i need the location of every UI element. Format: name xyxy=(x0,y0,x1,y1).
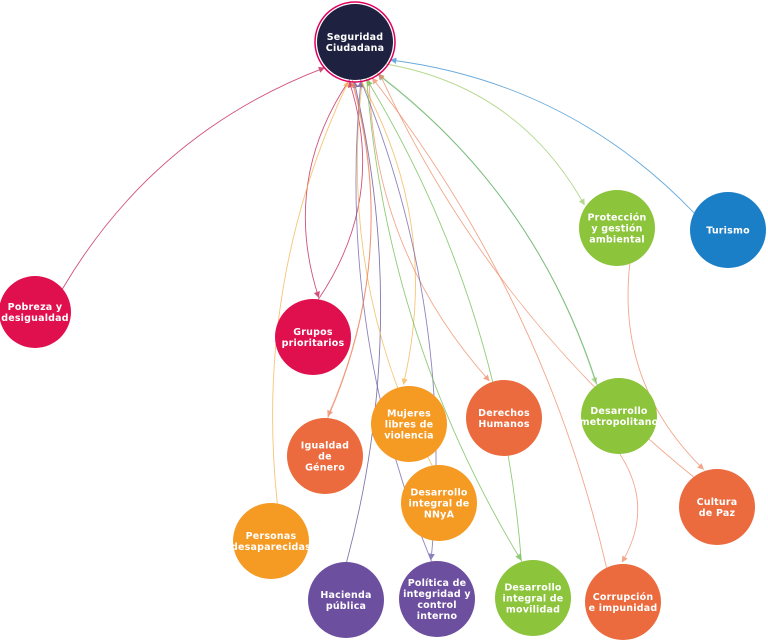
node-grp-label-line: prioritarios xyxy=(282,338,345,349)
node-cor-label-line: Corrupción xyxy=(593,592,654,603)
node-pob-label-line: Pobreza y xyxy=(8,302,63,313)
node-igu-label-line: Género xyxy=(305,463,345,474)
node-seg-label-line: Ciudadana xyxy=(326,43,384,54)
edge-seg-to-dme xyxy=(376,72,598,384)
node-grp-circle xyxy=(275,299,351,375)
node-tur-label-line: Turismo xyxy=(706,226,750,237)
node-hac-circle xyxy=(308,562,384,638)
node-tur-circle xyxy=(690,192,766,268)
node-per-label-line: desaparecidas xyxy=(231,542,311,553)
edges-layer xyxy=(62,57,704,568)
node-pol-label-line: interno xyxy=(417,611,458,622)
edge-seg-to-mov xyxy=(366,78,522,561)
node-pob-label-line: desigualdad xyxy=(1,313,69,324)
node-grp-label-line: Grupos xyxy=(293,327,333,338)
node-dme-circle xyxy=(581,378,657,454)
node-muj-label-line: violencia xyxy=(384,431,434,442)
edge-per-to-seg xyxy=(272,80,349,504)
edge-grp-to-seg xyxy=(317,81,364,300)
edge-hac-to-seg xyxy=(346,81,382,563)
node-pro-circle xyxy=(579,190,655,266)
node-mov-label-line: Desarrollo xyxy=(504,583,562,594)
edge-pob-to-seg xyxy=(62,66,326,290)
node-seg-label-line: Seguridad xyxy=(327,32,384,43)
node-der-label-line: Humanos xyxy=(478,419,530,430)
edge-tur-to-seg xyxy=(390,57,695,214)
node-nna-label-line: Desarrollo xyxy=(410,488,468,499)
node-igu-label-line: de xyxy=(318,452,332,463)
node-der-circle xyxy=(466,380,542,456)
node-cul-circle xyxy=(679,469,755,545)
node-pro-label-line: y gestión xyxy=(591,224,642,235)
edge-seg-to-grp xyxy=(304,79,351,298)
node-cul-label-line: de Paz xyxy=(699,508,736,519)
node-muj-label-line: libres de xyxy=(385,420,433,431)
node-mov-label-line: movilidad xyxy=(506,605,560,616)
node-pob-circle xyxy=(0,276,71,348)
node-pol-label-line: control xyxy=(417,600,456,611)
node-per-label-line: Personas xyxy=(246,531,297,542)
edge-seg-to-muj xyxy=(359,79,416,386)
node-pro-label-line: ambiental xyxy=(589,235,645,246)
edge-pro-to-cul xyxy=(627,263,704,470)
node-muj-circle xyxy=(371,386,447,462)
edge-dme-to-cor xyxy=(619,453,639,563)
node-igu-label-line: Igualdad xyxy=(301,441,349,452)
node-dme-label-line: Desarrollo xyxy=(590,406,648,417)
node-seg-ring xyxy=(314,1,396,83)
edge-dme-to-seg xyxy=(377,74,598,386)
node-pro-label-line: Protección xyxy=(588,213,647,224)
edge-mov-to-seg xyxy=(366,79,522,562)
edge-seg-to-pro xyxy=(385,63,585,206)
edge-seg-to-der xyxy=(368,77,490,382)
node-mov-label-line: integral de xyxy=(503,594,564,605)
node-der-label-line: Derechos xyxy=(478,408,530,419)
node-nna-label-line: integral de xyxy=(409,499,470,510)
node-tur[interactable]: Turismo xyxy=(690,192,766,268)
node-per-circle xyxy=(233,503,309,579)
node-nna-label-line: NNyA xyxy=(424,510,455,521)
node-pol-label-line: Política de xyxy=(408,578,467,589)
edge-cor-to-seg xyxy=(371,77,608,568)
node-cor-label-line: e impunidad xyxy=(589,603,658,614)
node-cul-label-line: Cultura xyxy=(697,497,738,508)
edge-igu-to-seg xyxy=(327,81,372,419)
node-nna-circle xyxy=(401,465,477,541)
node-igu-circle xyxy=(287,418,363,494)
node-dme-label-line: metropolitano xyxy=(580,417,659,428)
node-hac-label-line: Hacienda xyxy=(320,590,371,601)
node-pol-label-line: integridad y xyxy=(403,589,471,600)
node-hac-label-line: pública xyxy=(326,601,366,612)
node-pol-circle xyxy=(399,561,475,637)
node-seg-circle xyxy=(317,4,393,80)
node-muj-label-line: Mujeres xyxy=(387,409,431,420)
node-mov-circle xyxy=(495,560,571,636)
node-cor-circle xyxy=(585,564,661,640)
